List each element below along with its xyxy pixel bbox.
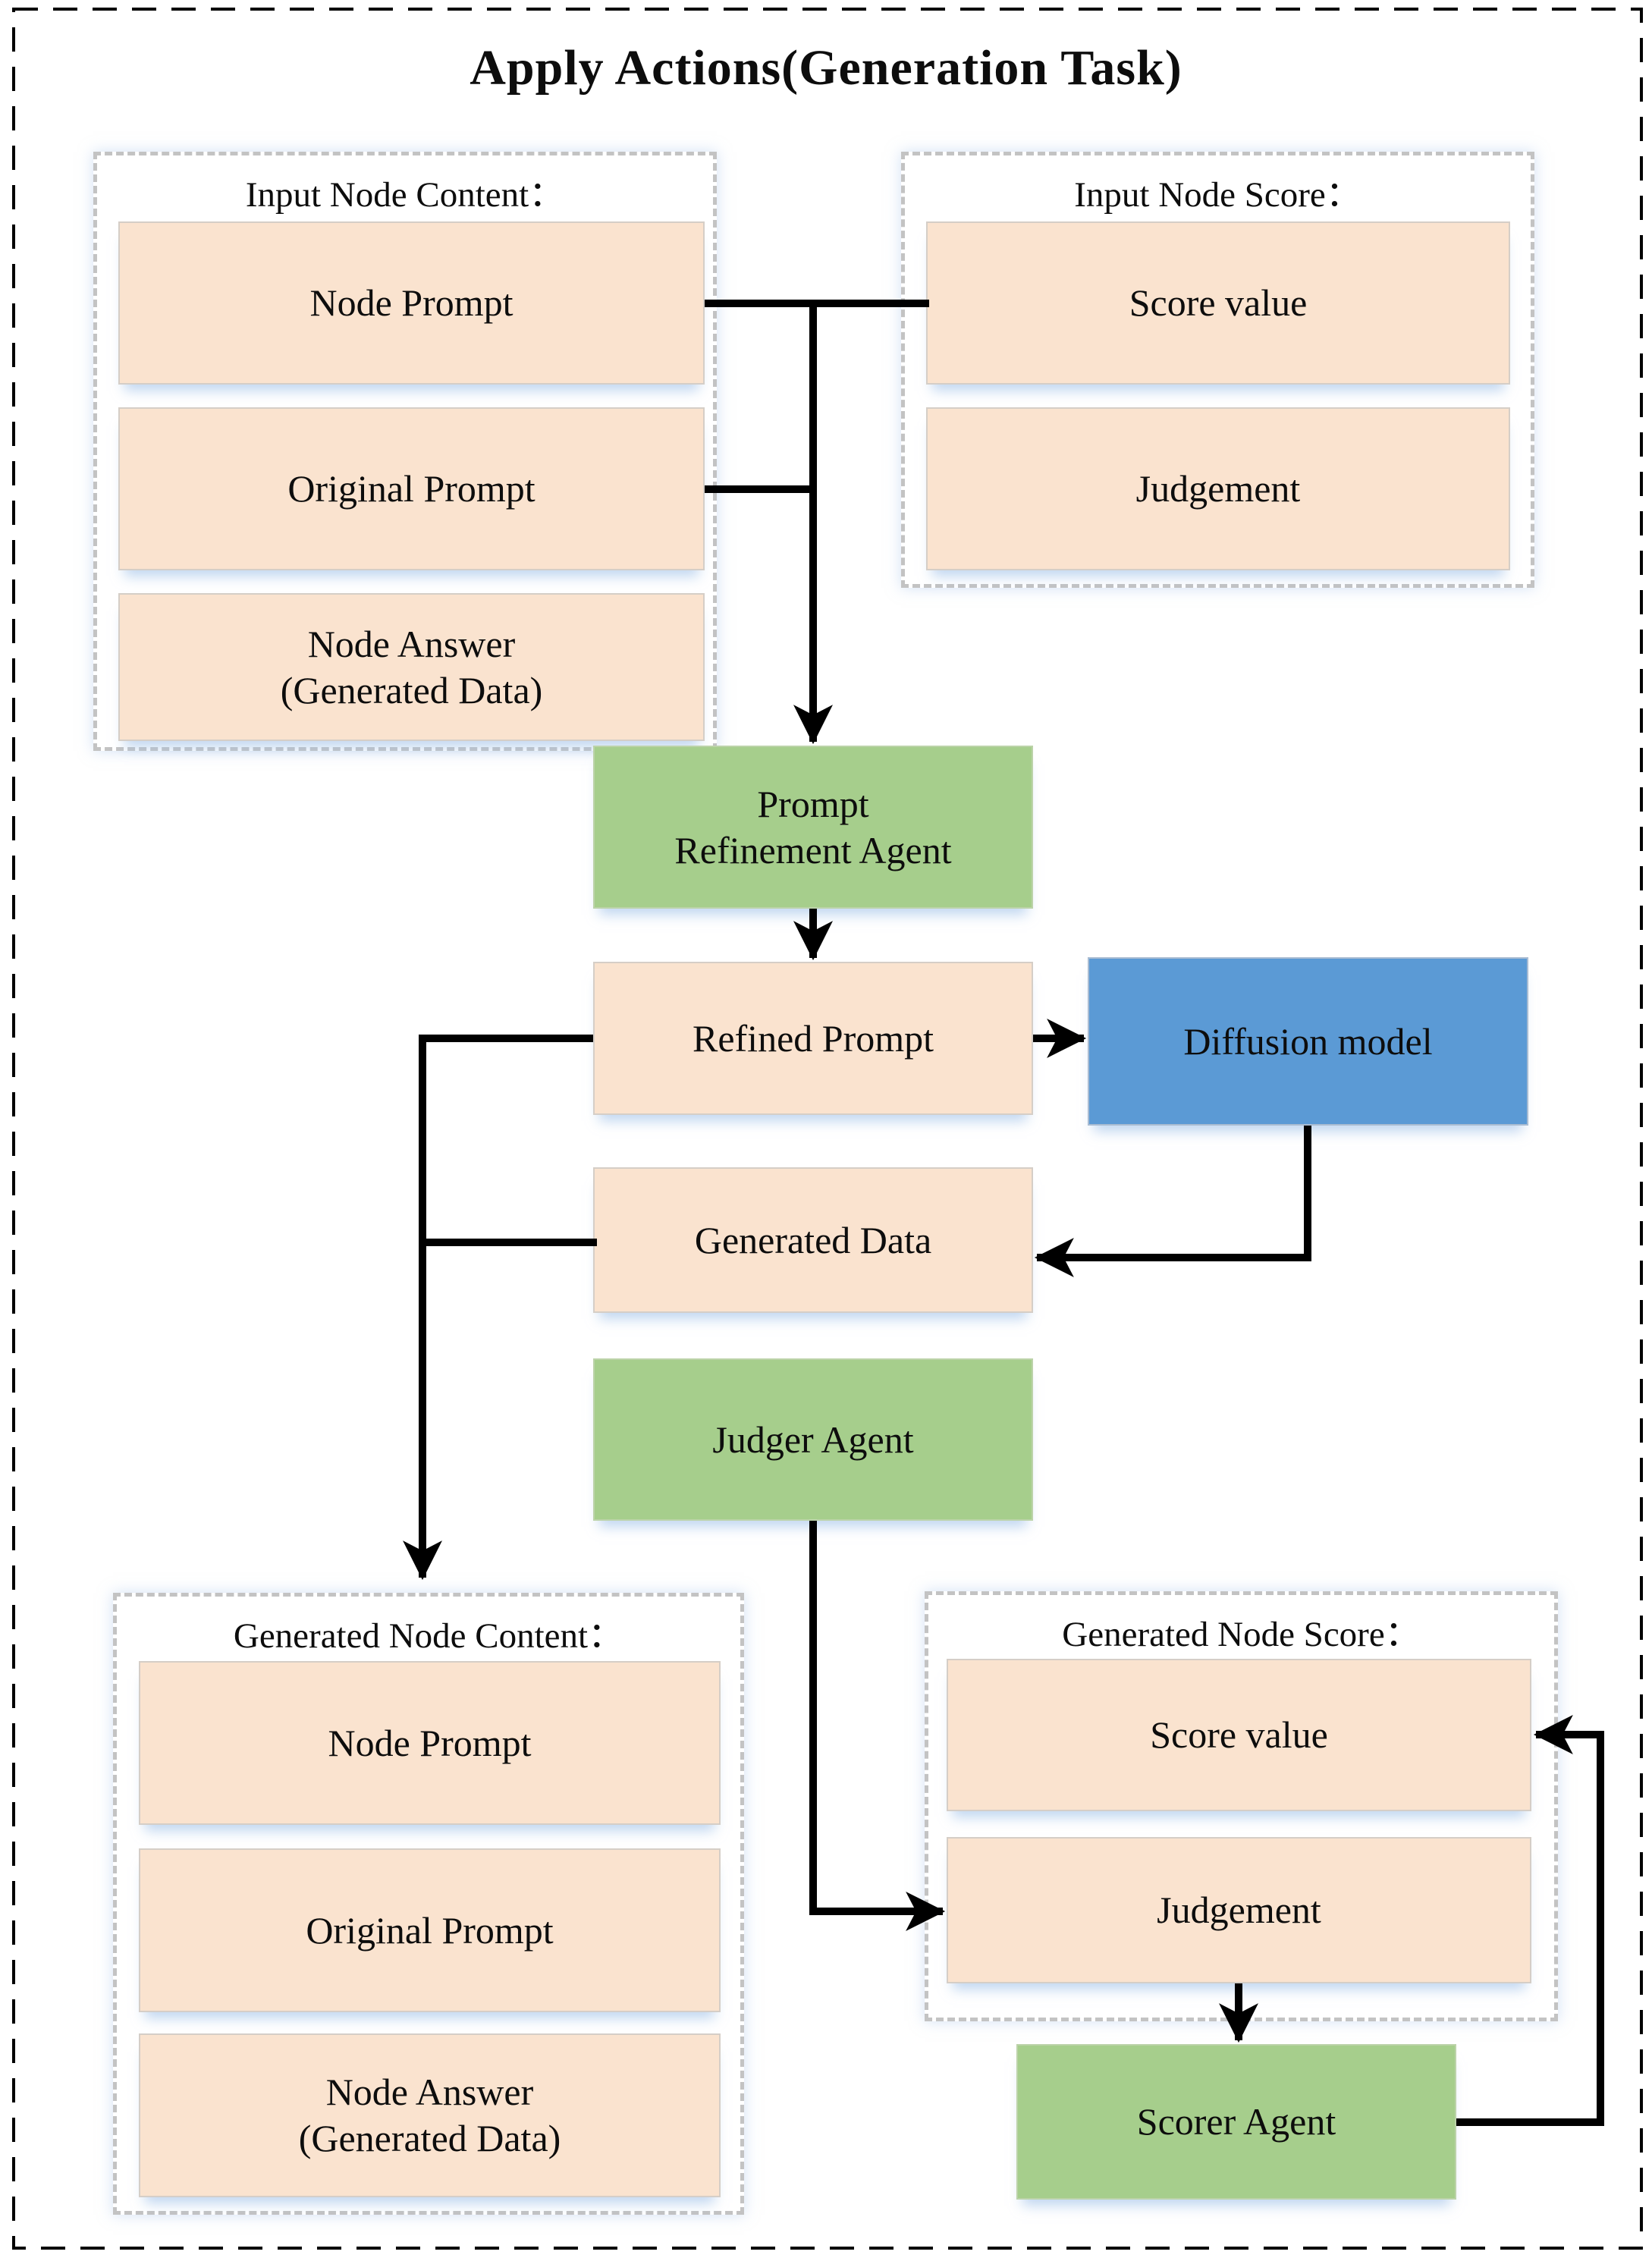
- node-scorer-agent: Scorer Agent: [1016, 2044, 1456, 2200]
- wire-diffusion-model-to-generated-data: [1034, 1126, 1311, 1277]
- group-generated-node-content-label: Generated Node Content：: [233, 1616, 624, 1656]
- page-title: Apply Actions(Generation Task): [470, 40, 1182, 96]
- node-prompt-refinement-agent: Prompt Refinement Agent: [593, 746, 1033, 909]
- input-content-item-node-answer: Node Answer (Generated Data): [118, 593, 705, 741]
- group-input-node-score-label: Input Node Score：: [1074, 175, 1361, 215]
- node-diffusion-model: Diffusion model: [1088, 957, 1528, 1126]
- generated-content-item-node-answer: Node Answer (Generated Data): [139, 2033, 721, 2197]
- node-judger-agent: Judger Agent: [593, 1358, 1033, 1521]
- wire-refined-prompt-to-generated-node-content: [403, 1035, 593, 1581]
- node-generated-data: Generated Data: [593, 1167, 1033, 1313]
- generated-score-item-judgement: Judgement: [947, 1837, 1531, 1983]
- node-refined-prompt: Refined Prompt: [593, 962, 1033, 1115]
- input-content-item-node-prompt: Node Prompt: [118, 221, 705, 385]
- input-score-item-score-value: Score value: [926, 221, 1510, 385]
- generated-content-item-original-prompt: Original Prompt: [139, 1848, 721, 2012]
- wire-judger-agent-to-judgement: [809, 1521, 946, 1931]
- input-score-item-judgement: Judgement: [926, 407, 1510, 570]
- input-content-item-original-prompt: Original Prompt: [118, 407, 705, 570]
- group-generated-node-score-label: Generated Node Score：: [1062, 1615, 1421, 1654]
- group-input-node-content-label: Input Node Content：: [245, 175, 565, 215]
- generated-content-item-node-prompt: Node Prompt: [139, 1661, 721, 1825]
- generated-score-item-score-value: Score value: [947, 1659, 1531, 1811]
